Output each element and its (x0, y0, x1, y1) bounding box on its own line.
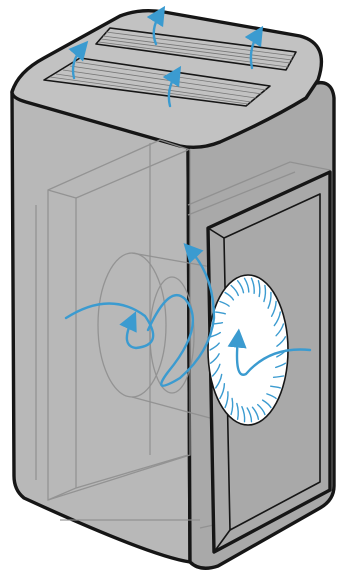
housing-left-face (12, 85, 190, 562)
centrifugal-fan (208, 275, 288, 425)
fan-face (208, 275, 288, 425)
